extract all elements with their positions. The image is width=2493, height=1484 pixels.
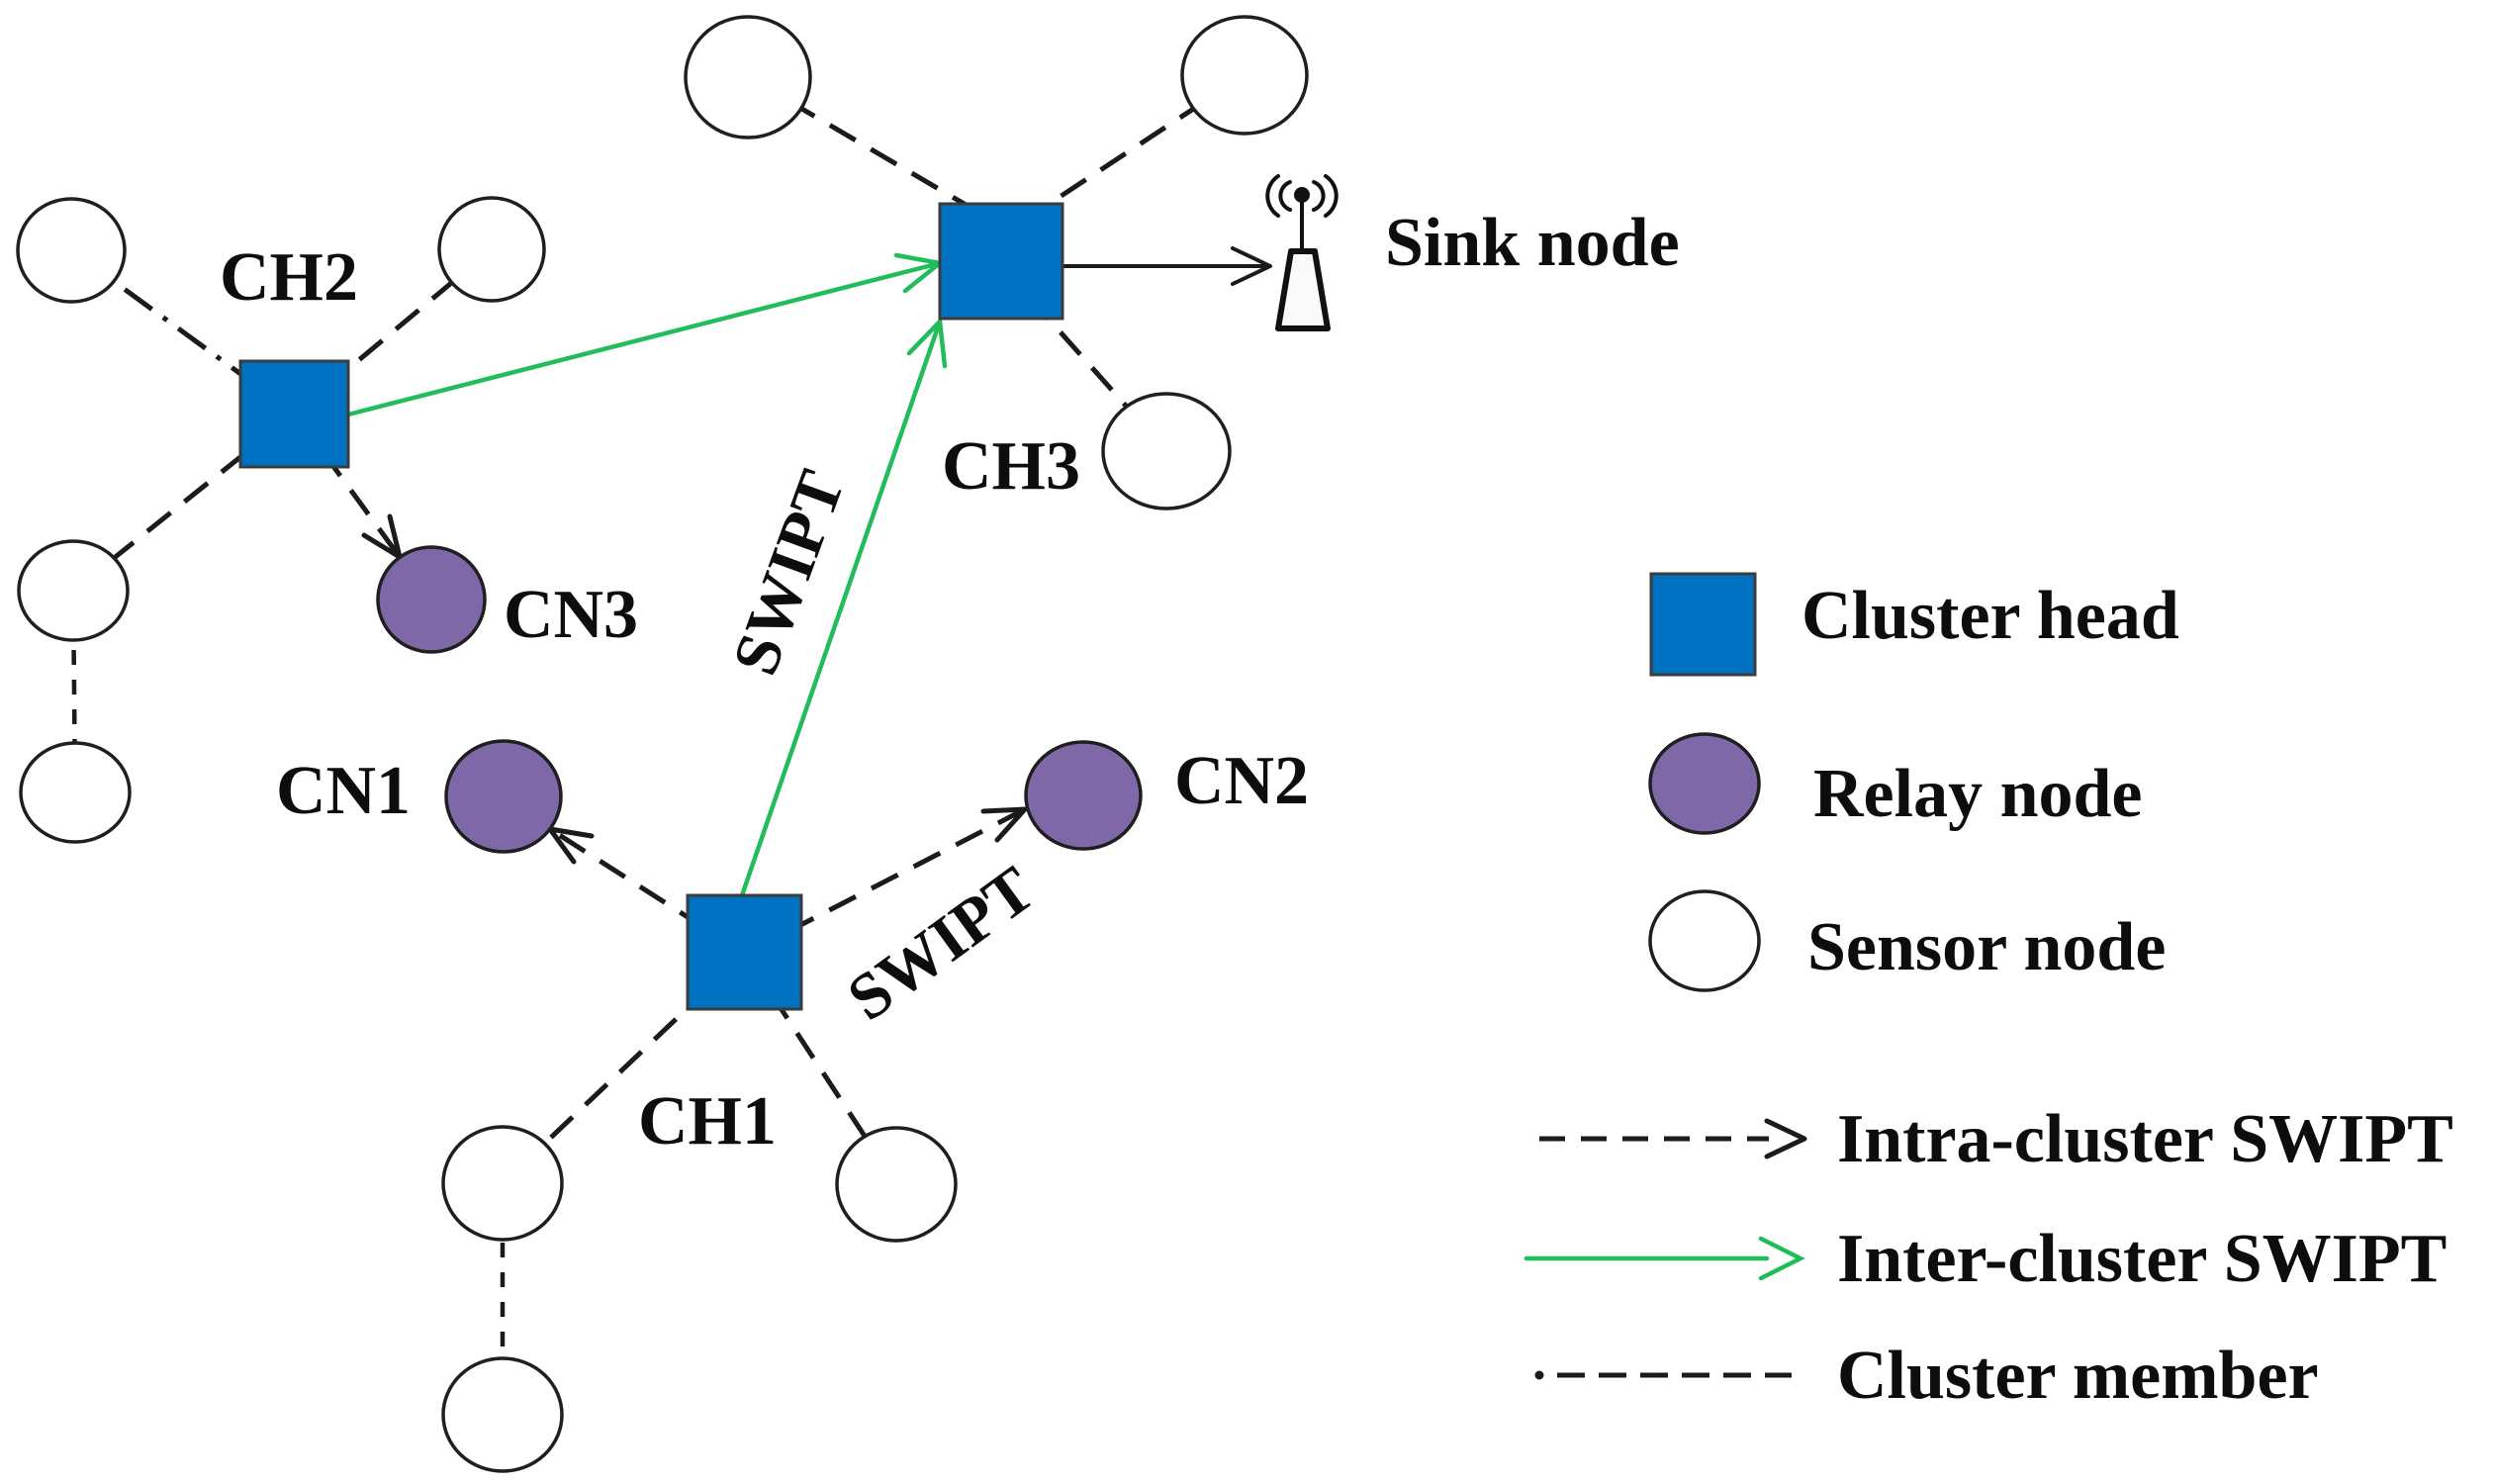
- sensor-node-1: [16, 197, 127, 304]
- sink-antenna-icon: [1265, 174, 1339, 331]
- intra-swipt-ch1-cn1: [548, 826, 747, 957]
- relay-node-cn3: [376, 545, 487, 654]
- antenna-wave-right-outer: [1324, 174, 1339, 218]
- label-swipt-intra: SWIPT: [835, 853, 1048, 1035]
- sensor-node-7: [1101, 392, 1232, 510]
- legend-member-dot: [1534, 1370, 1544, 1380]
- arrowhead-ch1-cn1: [547, 826, 595, 865]
- antenna-body: [1275, 248, 1331, 331]
- label-swipt-inter: SWIPT: [719, 461, 859, 684]
- label-cn1: CN1: [276, 753, 411, 829]
- arrowhead-ch1-cn2: [980, 806, 1028, 843]
- label-ch3: CH3: [942, 428, 1080, 505]
- legend-intra-label: Intra-cluster SWIPT: [1837, 1101, 2453, 1177]
- labels-layer: CH2 CH3 CH1 CN3 CN1 CN2 Sink node SWIPT …: [220, 205, 1680, 1159]
- relay-node-cn2: [1024, 740, 1143, 851]
- antenna-wave-left-outer: [1265, 174, 1280, 218]
- sensor-node-9: [835, 1126, 958, 1243]
- legend-intra-arrowhead: [1764, 1118, 1807, 1159]
- label-ch2: CH2: [220, 239, 358, 316]
- legend-inter-arrowhead: [1758, 1236, 1806, 1281]
- legend-inter-label: Inter-cluster SWIPT: [1837, 1221, 2447, 1297]
- antenna-tip: [1294, 187, 1310, 203]
- label-sink-node: Sink node: [1385, 205, 1680, 281]
- legend-sensor-node-label: Sensor node: [1807, 909, 2166, 985]
- arrowhead-ch1-ch3: [906, 317, 948, 369]
- sensor-node-8: [441, 1125, 564, 1242]
- cluster-link-ch3-s7: [1027, 295, 1168, 453]
- legend-member-label: Cluster member: [1837, 1338, 2319, 1414]
- antenna-wave-right-inner: [1312, 180, 1326, 212]
- inter-swipt-ch2-ch3: [345, 260, 943, 417]
- sensor-node-2: [437, 196, 546, 303]
- nodes-layer: [16, 15, 1309, 1473]
- sensor-node-3: [17, 539, 130, 642]
- label-ch1: CH1: [638, 1083, 777, 1159]
- cluster-head-ch2: [238, 359, 350, 469]
- sensor-node-10: [441, 1356, 564, 1473]
- label-cn2: CN2: [1174, 743, 1309, 819]
- antenna-wave-left-inner: [1278, 180, 1292, 212]
- sensor-node-5: [684, 15, 812, 139]
- legend-cluster-head-label: Cluster head: [1801, 578, 2179, 654]
- arrowhead-ch3-sink: [1231, 246, 1272, 286]
- sensor-node-6: [1180, 15, 1309, 136]
- sensor-node-4: [19, 741, 132, 844]
- legend: Cluster head Relay node Sensor node Intr…: [1524, 572, 2453, 1414]
- relay-node-cn1: [444, 739, 563, 854]
- label-cn3: CN3: [504, 577, 638, 653]
- cluster-head-ch3: [938, 202, 1064, 321]
- legend-sensor-node-swatch: [1648, 889, 1761, 992]
- inter-swipt-ch1-ch3: [738, 319, 943, 901]
- legend-relay-node-label: Relay node: [1813, 756, 2143, 832]
- legend-cluster-head-swatch: [1649, 572, 1757, 677]
- cluster-head-ch1: [686, 893, 803, 1011]
- legend-relay-node-swatch: [1648, 732, 1761, 835]
